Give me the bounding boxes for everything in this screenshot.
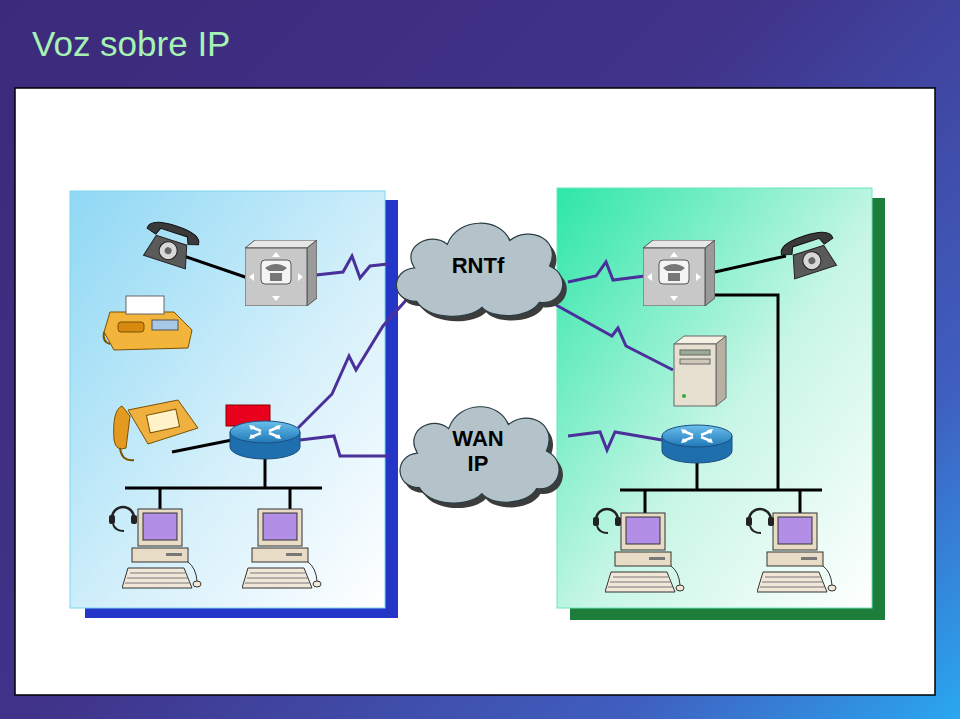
illustration-part bbox=[799, 490, 802, 514]
telephone-icon bbox=[778, 228, 841, 281]
illustration-part bbox=[114, 406, 130, 449]
illustration-part bbox=[264, 458, 267, 488]
illustration-part bbox=[716, 336, 726, 406]
headset-icon bbox=[593, 509, 621, 533]
headset-icon bbox=[109, 507, 137, 531]
illustration-part bbox=[620, 489, 822, 492]
router-icon bbox=[662, 425, 732, 463]
illustration-part bbox=[159, 488, 162, 512]
network-label: RNTf bbox=[452, 253, 505, 278]
illustration-part bbox=[715, 256, 786, 272]
illustration-part bbox=[152, 320, 178, 330]
cloud-text: WAN IP bbox=[452, 426, 503, 477]
site-panel bbox=[557, 188, 872, 608]
illustration-part bbox=[674, 344, 716, 406]
illustration-part bbox=[715, 295, 778, 490]
illustration-part bbox=[172, 440, 232, 452]
illustration-part bbox=[568, 262, 645, 282]
illustration-part bbox=[289, 488, 292, 512]
slide-title: Voz sobre IP bbox=[32, 24, 230, 64]
fax-icon bbox=[104, 296, 192, 350]
illustration-part bbox=[682, 394, 686, 398]
network-cloud: RNTf bbox=[386, 207, 570, 325]
illustration-part bbox=[104, 312, 192, 350]
illustration-part bbox=[316, 256, 388, 278]
cloud-text: RNTf bbox=[452, 253, 505, 278]
pbx-icon bbox=[643, 240, 715, 306]
pbx-icon bbox=[245, 240, 317, 306]
illustration-part bbox=[644, 490, 647, 514]
illustration-part bbox=[128, 400, 198, 444]
illustration-part bbox=[298, 298, 408, 428]
illustration-part bbox=[568, 432, 662, 450]
illustration-part bbox=[120, 448, 134, 460]
headset-icon bbox=[746, 509, 774, 533]
illustration-part bbox=[556, 305, 673, 370]
server-icon bbox=[674, 336, 726, 406]
illustration-part bbox=[146, 409, 179, 433]
illustration-part bbox=[125, 487, 322, 490]
illustration-part bbox=[118, 322, 144, 332]
illustration-part bbox=[680, 359, 710, 364]
illustration-part bbox=[126, 296, 164, 314]
network-cloud: WAN IP bbox=[390, 390, 566, 512]
illustration-part bbox=[300, 436, 390, 456]
site-panel bbox=[70, 191, 385, 608]
computer-icon bbox=[242, 509, 321, 588]
router-icon bbox=[230, 421, 300, 459]
illustration-part bbox=[696, 462, 699, 490]
network-label: WAN IP bbox=[452, 426, 503, 477]
desk-phone-icon bbox=[114, 400, 198, 460]
cloud-shape bbox=[396, 223, 562, 316]
cloud-shape bbox=[400, 407, 559, 503]
illustration-part bbox=[104, 332, 110, 344]
illustration-part bbox=[680, 350, 710, 355]
content-panel bbox=[15, 88, 935, 695]
telephone-icon bbox=[139, 218, 202, 271]
